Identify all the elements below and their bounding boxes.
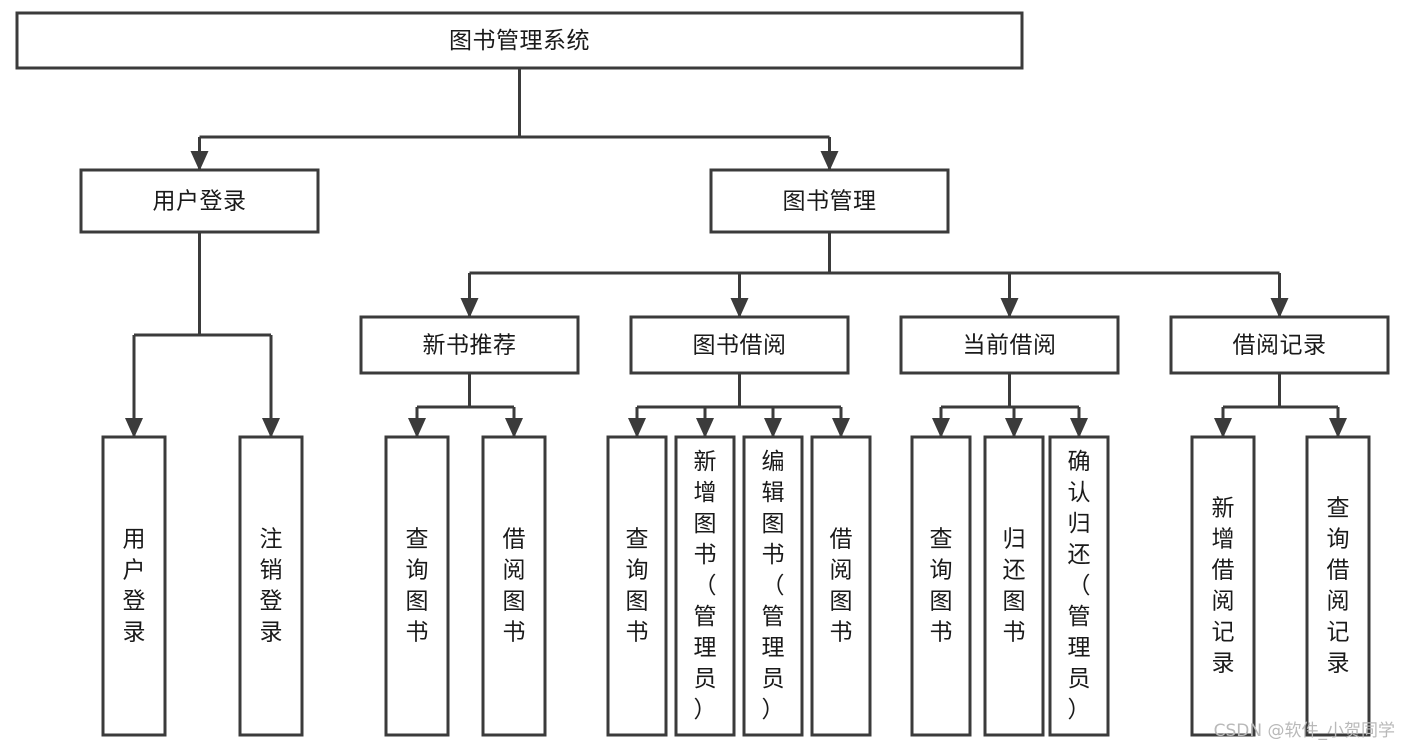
- node-leaf-query-book-cb[interactable]: 查询图书: [910, 435, 972, 737]
- node-book-manage-box: [709, 168, 950, 234]
- arrow-head-icon: [764, 418, 782, 438]
- connector-new_book_rec_to_leaves: [408, 373, 523, 438]
- arrow-head-icon: [1000, 298, 1019, 318]
- csdn-watermark: CSDN @软件_小贺同学: [1213, 721, 1395, 741]
- node-leaf-query-book-rec-box: [384, 435, 450, 737]
- node-leaf-query-book-rec-label: 查询图书: [406, 526, 429, 645]
- connector-root_to_level2: [190, 68, 839, 171]
- node-borrow-record-label: 借阅记录: [1233, 333, 1327, 359]
- node-leaf-user-login-label: 用户登录: [123, 526, 146, 645]
- node-user-login-box: [79, 168, 320, 234]
- node-current-borrow-label: 当前借阅: [963, 333, 1057, 359]
- node-root-box: [15, 11, 1024, 70]
- node-leaf-user-login[interactable]: 用户登录: [101, 435, 167, 737]
- arrow-head-icon: [460, 298, 479, 318]
- node-book-manage[interactable]: 图书管理: [709, 168, 950, 234]
- arrow-head-icon: [820, 151, 839, 171]
- node-book-manage-label: 图书管理: [783, 189, 877, 215]
- arrow-head-icon: [262, 418, 280, 438]
- node-leaf-query-book-rec[interactable]: 查询图书: [384, 435, 450, 737]
- arrow-head-icon: [1329, 418, 1347, 438]
- arrow-head-icon: [505, 418, 523, 438]
- connector-user_login_to_leaves: [125, 232, 280, 438]
- connector-layer: [125, 68, 1347, 438]
- node-book-borrow-label: 图书借阅: [693, 333, 787, 359]
- node-leaf-edit-book[interactable]: 编辑图书（管理员）: [742, 435, 804, 737]
- node-leaf-query-book-br-box: [606, 435, 668, 737]
- arrow-head-icon: [832, 418, 850, 438]
- node-current-borrow[interactable]: 当前借阅: [899, 315, 1120, 375]
- node-leaf-edit-book-label: 编辑图书（管理员）: [762, 449, 785, 723]
- node-leaf-edit-book-box: [742, 435, 804, 737]
- node-leaf-borrow-book-rec-box: [481, 435, 547, 737]
- arrow-head-icon: [1214, 418, 1232, 438]
- node-leaf-confirm-return-label: 确认归还（管理员）: [1068, 449, 1091, 723]
- connector-current_borrow_to_leaves: [932, 373, 1088, 438]
- node-leaf-confirm-return[interactable]: 确认归还（管理员）: [1048, 435, 1110, 737]
- node-new-book-rec[interactable]: 新书推荐: [359, 315, 580, 375]
- node-new-book-rec-label: 新书推荐: [423, 333, 517, 359]
- node-leaf-return-book-box: [983, 435, 1045, 737]
- node-leaf-user-logout[interactable]: 注销登录: [238, 435, 304, 737]
- connector-borrow_record_to_leaves: [1214, 373, 1347, 438]
- node-leaf-borrow-book-br-box: [810, 435, 872, 737]
- arrow-head-icon: [1070, 418, 1088, 438]
- node-leaf-query-record-label: 查询借阅记录: [1327, 495, 1350, 676]
- node-leaf-query-book-cb-label: 查询图书: [930, 526, 953, 645]
- node-leaf-add-record[interactable]: 新增借阅记录: [1190, 435, 1256, 737]
- node-book-borrow-box: [629, 315, 850, 375]
- connector-book_borrow_to_leaves: [628, 373, 850, 438]
- node-leaf-return-book[interactable]: 归还图书: [983, 435, 1045, 737]
- node-leaf-add-book-label: 新增图书（管理员）: [694, 449, 717, 723]
- arrow-head-icon: [628, 418, 646, 438]
- node-leaf-add-record-box: [1190, 435, 1256, 737]
- arrow-head-icon: [125, 418, 143, 438]
- node-user-login-label: 用户登录: [153, 189, 247, 215]
- node-leaf-confirm-return-box: [1048, 435, 1110, 737]
- arrow-head-icon: [932, 418, 950, 438]
- node-leaf-add-record-label: 新增借阅记录: [1212, 495, 1235, 676]
- node-leaf-query-book-br[interactable]: 查询图书: [606, 435, 668, 737]
- node-leaf-borrow-book-br-label: 借阅图书: [830, 526, 853, 645]
- node-leaf-user-logout-label: 注销登录: [260, 526, 283, 645]
- node-leaf-return-book-label: 归还图书: [1003, 526, 1026, 645]
- node-leaf-add-book[interactable]: 新增图书（管理员）: [674, 435, 736, 737]
- arrow-head-icon: [190, 151, 209, 171]
- arrow-head-icon: [1270, 298, 1289, 318]
- node-root-label: 图书管理系统: [449, 28, 590, 54]
- arrow-head-icon: [1005, 418, 1023, 438]
- node-borrow-record[interactable]: 借阅记录: [1169, 315, 1390, 375]
- node-leaf-query-book-cb-box: [910, 435, 972, 737]
- arrow-head-icon: [408, 418, 426, 438]
- node-leaf-user-logout-box: [238, 435, 304, 737]
- node-root[interactable]: 图书管理系统: [15, 11, 1024, 70]
- node-book-borrow[interactable]: 图书借阅: [629, 315, 850, 375]
- node-leaf-borrow-book-br[interactable]: 借阅图书: [810, 435, 872, 737]
- arrow-head-icon: [696, 418, 714, 438]
- node-leaf-query-book-br-label: 查询图书: [626, 526, 649, 645]
- node-leaf-borrow-book-rec[interactable]: 借阅图书: [481, 435, 547, 737]
- node-layer: 图书管理系统用户登录图书管理新书推荐图书借阅当前借阅借阅记录用户登录注销登录查询…: [15, 11, 1390, 737]
- node-leaf-borrow-book-rec-label: 借阅图书: [503, 526, 526, 645]
- node-leaf-query-record[interactable]: 查询借阅记录: [1305, 435, 1371, 737]
- node-current-borrow-box: [899, 315, 1120, 375]
- arrow-head-icon: [730, 298, 749, 318]
- node-new-book-rec-box: [359, 315, 580, 375]
- node-leaf-add-book-box: [674, 435, 736, 737]
- node-user-login[interactable]: 用户登录: [79, 168, 320, 234]
- node-leaf-user-login-box: [101, 435, 167, 737]
- connector-book_manage_to_level3: [460, 232, 1289, 318]
- node-leaf-query-record-box: [1305, 435, 1371, 737]
- node-borrow-record-box: [1169, 315, 1390, 375]
